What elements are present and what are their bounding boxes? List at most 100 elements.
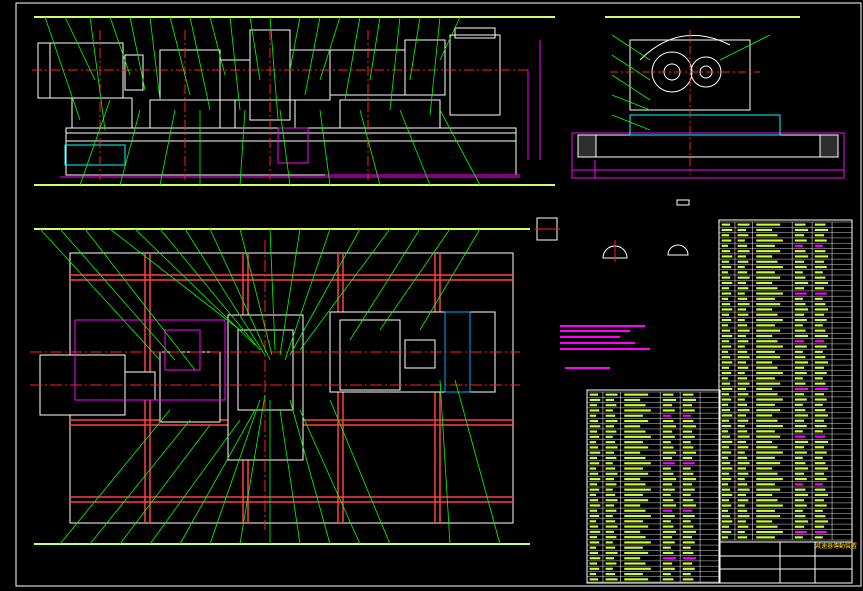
- parts-list-entry-mark: [721, 472, 730, 475]
- parts-list-entry-mark: [756, 308, 773, 311]
- parts-list-entry-mark: [605, 441, 616, 444]
- parts-list-entry-mark: [605, 393, 618, 396]
- parts-list-entry-mark: [624, 425, 641, 428]
- parts-list-entry-mark: [794, 297, 803, 300]
- parts-list-entry-mark: [794, 244, 803, 247]
- parts-list-entry-mark: [737, 239, 745, 242]
- parts-list-entry-mark: [814, 536, 823, 539]
- parts-list-entry-mark: [662, 483, 673, 486]
- parts-list-entry-mark: [814, 530, 827, 534]
- parts-list-entry-mark: [814, 329, 826, 332]
- parts-list-entry-mark: [756, 451, 783, 454]
- parts-list-entry-mark: [721, 393, 730, 396]
- parts-list-entry-mark: [737, 234, 749, 237]
- parts-list-entry-mark: [589, 430, 598, 433]
- parts-list-entry-mark: [624, 567, 651, 570]
- parts-list-entry-mark: [737, 356, 750, 359]
- parts-list-entry-mark: [756, 255, 773, 258]
- parts-list-entry-mark: [756, 366, 778, 369]
- parts-list-entry-mark: [682, 499, 694, 502]
- parts-list-entry-mark: [794, 467, 809, 470]
- parts-list-entry-mark: [737, 250, 750, 253]
- parts-list-entry-mark: [662, 435, 675, 438]
- parts-list-entry-mark: [605, 567, 613, 570]
- parts-list-entry-mark: [794, 324, 803, 327]
- parts-list-entry-mark: [756, 350, 775, 353]
- parts-list-entry-mark: [794, 520, 809, 523]
- parts-list-entry-mark: [682, 514, 695, 518]
- parts-list-entry-mark: [721, 371, 732, 375]
- parts-list-entry-mark: [662, 446, 674, 449]
- parts-list-entry-mark: [589, 546, 597, 549]
- parts-list-entry-mark: [756, 403, 775, 406]
- parts-list-entry-mark: [737, 451, 745, 454]
- parts-list-entry-mark: [737, 345, 745, 348]
- parts-list-entry-mark: [624, 546, 643, 549]
- parts-list-entry-mark: [682, 478, 697, 481]
- parts-list-entry-mark: [721, 244, 729, 247]
- parts-list-entry-mark: [794, 440, 809, 444]
- parts-list-entry-mark: [737, 303, 750, 306]
- parts-list-entry-mark: [756, 340, 778, 343]
- parts-list-entry-mark: [721, 334, 733, 338]
- parts-list-entry-mark: [624, 557, 641, 560]
- parts-list-entry-mark: [794, 234, 805, 237]
- parts-list-entry-mark: [721, 414, 733, 417]
- parts-list-entry-mark: [794, 393, 805, 396]
- parts-list-entry-mark: [605, 504, 614, 507]
- parts-list-entry-mark: [737, 244, 748, 247]
- parts-list-entry-mark: [662, 514, 675, 518]
- parts-list-entry-mark: [794, 424, 807, 428]
- parts-list-entry-mark: [605, 467, 616, 470]
- parts-list-entry-mark: [682, 483, 693, 486]
- parts-list-entry-mark: [814, 265, 827, 269]
- parts-list-entry-mark: [814, 409, 826, 412]
- parts-list-entry-mark: [794, 260, 805, 263]
- parts-list-entry-mark: [756, 313, 778, 316]
- parts-list-entry-mark: [605, 520, 616, 523]
- parts-list-entry-mark: [721, 530, 732, 534]
- parts-list-entry-mark: [737, 297, 748, 300]
- parts-list-entry-mark: [814, 462, 826, 465]
- parts-list-entry-mark: [794, 239, 807, 242]
- parts-list-entry-mark: [721, 303, 731, 306]
- parts-list-entry-mark: [721, 281, 733, 285]
- parts-list-entry-mark: [624, 499, 649, 502]
- parts-list-entry-mark: [737, 536, 748, 539]
- parts-list-entry-mark: [756, 371, 783, 375]
- title-block: [718, 541, 853, 584]
- parts-list-entry-mark: [756, 398, 783, 401]
- parts-list-entry-mark: [814, 350, 823, 353]
- parts-list-entry-mark: [814, 451, 827, 454]
- parts-list-entry-mark: [814, 281, 829, 285]
- parts-list-entry-mark: [605, 551, 618, 555]
- parts-list-entry-mark: [721, 382, 731, 385]
- parts-list-entry-mark: [794, 377, 803, 380]
- parts-list-entry-mark: [589, 573, 597, 576]
- parts-list-entry-mark: [756, 356, 781, 359]
- parts-list-entry-mark: [814, 334, 829, 338]
- parts-list-entry-mark: [589, 578, 599, 581]
- parts-list-entry-mark: [814, 297, 823, 300]
- parts-list-entry-mark: [589, 504, 601, 507]
- parts-list-entry-mark: [737, 414, 746, 417]
- parts-list-entry-mark: [682, 398, 697, 401]
- parts-list-entry-mark: [624, 398, 641, 401]
- parts-list-entry-mark: [756, 281, 773, 285]
- parts-list-entry-mark: [814, 456, 823, 459]
- parts-list-entry-mark: [737, 308, 746, 311]
- parts-list-entry-mark: [682, 419, 694, 423]
- parts-list-entry-mark: [589, 478, 601, 481]
- parts-list-entry-mark: [794, 345, 807, 348]
- parts-list-entry-mark: [589, 472, 599, 475]
- parts-list-entry-mark: [756, 244, 775, 247]
- parts-list-entry-mark: [737, 223, 750, 226]
- parts-list-entry-mark: [737, 430, 748, 433]
- parts-list-entry-mark: [814, 419, 825, 422]
- parts-list-entry-mark: [624, 514, 651, 518]
- parts-list-entry-mark: [794, 366, 805, 369]
- parts-list-entry-mark: [737, 334, 746, 338]
- parts-list-entry-mark: [682, 551, 694, 555]
- parts-list-entry-mark: [605, 562, 617, 565]
- parts-list-entry-mark: [682, 493, 691, 496]
